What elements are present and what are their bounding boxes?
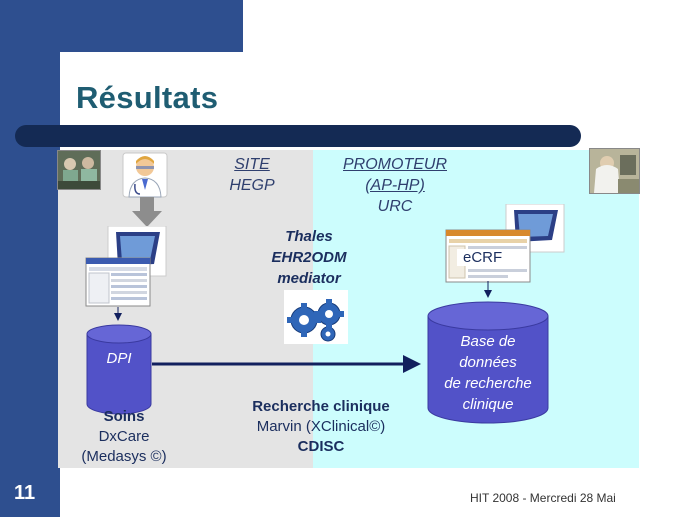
- recherche-caption-line1: Recherche clinique: [252, 398, 390, 415]
- base-label-line1: Base de: [460, 333, 516, 350]
- research-database-label: Base de données de recherche clinique: [426, 331, 550, 415]
- computer-icon: [80, 225, 170, 308]
- slide-background-left-band: [0, 0, 60, 517]
- site-zone: [58, 150, 313, 468]
- base-label-line3: de recherche: [444, 375, 532, 392]
- promoteur-zone-label: PROMOTEUR (AP-HP) URC: [330, 154, 460, 217]
- ecrf-label: eCRF: [457, 249, 509, 266]
- soins-caption-line1: Soins: [103, 408, 145, 425]
- promoteur-label-line1: PROMOTEUR: [343, 156, 447, 173]
- gears-icon: [284, 290, 348, 344]
- research-photo: [589, 148, 640, 194]
- promoteur-label-line3: URC: [377, 198, 413, 215]
- slide-background-top-right: [243, 0, 695, 52]
- footer-text: HIT 2008 - Mercredi 28 Mai: [470, 491, 616, 505]
- site-zone-label: SITE HEGP: [212, 154, 292, 196]
- recherche-caption-line3: CDISC: [297, 438, 345, 455]
- doctor-to-computer-arrow: [130, 197, 164, 227]
- doctor-icon: [122, 152, 168, 198]
- page-number: 11: [14, 482, 36, 504]
- mediator-label: Thales EHR2ODM mediator: [250, 226, 368, 289]
- recherche-caption-line2: Marvin (XClinical©): [256, 418, 386, 435]
- mediator-label-line3: mediator: [277, 270, 341, 287]
- mediator-label-line1: Thales: [285, 228, 333, 245]
- base-label-line2: données: [459, 354, 517, 371]
- site-label-line2: HEGP: [229, 177, 275, 194]
- mediator-label-line2: EHR2ODM: [271, 249, 347, 266]
- slide-background-top-band: [0, 0, 243, 52]
- surgery-photo: [57, 150, 101, 190]
- slide-title: Résultats: [76, 80, 219, 115]
- promoteur-label-line2: (AP-HP): [365, 177, 425, 194]
- base-label-line4: clinique: [462, 396, 514, 413]
- soins-caption-line3: (Medasys ©): [81, 448, 167, 465]
- soins-caption-line2: DxCare: [98, 428, 150, 445]
- recherche-caption: Recherche clinique Marvin (XClinical©) C…: [226, 397, 416, 457]
- site-label-line1: SITE: [234, 156, 270, 173]
- research-database-icon: [426, 300, 550, 424]
- dpi-database-icon: [86, 324, 152, 416]
- title-underline-bar: [15, 125, 581, 147]
- soins-caption: Soins DxCare (Medasys ©): [64, 407, 184, 467]
- dpi-label: DPI: [106, 350, 132, 367]
